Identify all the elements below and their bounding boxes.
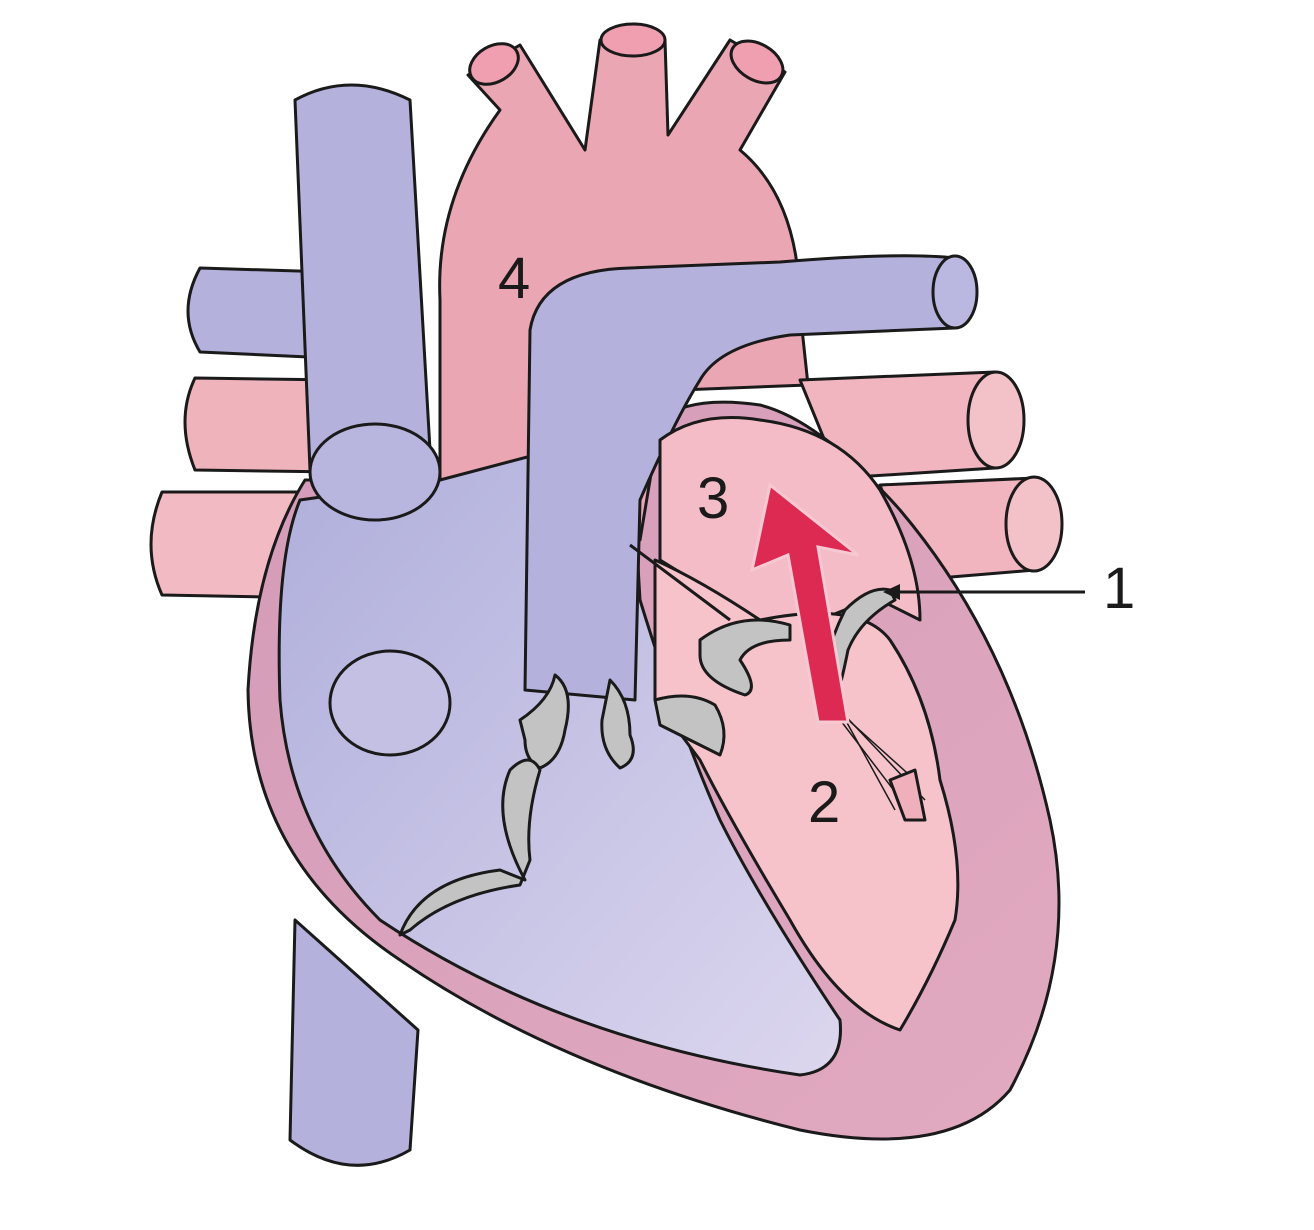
label-1-pointer — [883, 584, 1085, 600]
pulmonary-vein-right-lower-opening — [1004, 475, 1064, 573]
tricuspid-valve-lower — [398, 758, 542, 937]
inferior-vena-cava — [288, 918, 420, 1167]
pulmonary-valve-leaflet — [600, 678, 635, 770]
red-arrow-icon — [749, 482, 859, 724]
label-1: 1 — [1103, 556, 1135, 621]
vena-cava-cross-section — [308, 422, 442, 522]
label-3: 3 — [697, 466, 729, 531]
superior-vena-cava — [293, 83, 432, 472]
septum-outline — [629, 543, 731, 622]
aortic-valve-leaflet — [653, 694, 726, 757]
label-2: 2 — [808, 770, 840, 835]
aorta-branch-1-opening — [468, 42, 520, 86]
aorta-branch-3-opening — [729, 39, 785, 85]
pulmonary-vein-right-upper-opening — [966, 370, 1026, 470]
label-4: 4 — [498, 246, 530, 311]
pulmonary-trunk-opening — [931, 254, 979, 330]
mitral-valve-leaflet-a — [698, 618, 792, 697]
oval-opening — [328, 649, 452, 757]
pulmonary-artery-left-branch — [186, 266, 332, 360]
pulmonary-vein-left-upper — [183, 376, 342, 474]
aorta-branch-2-opening — [599, 22, 667, 58]
papillary-muscle — [888, 768, 927, 822]
